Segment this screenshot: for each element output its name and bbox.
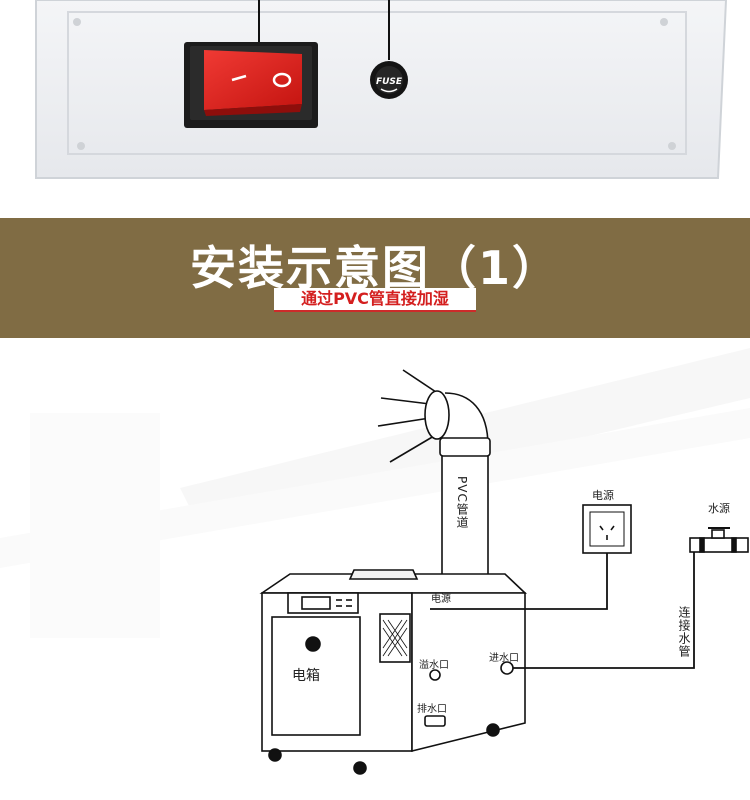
water-tap: [689, 527, 749, 553]
pvc-pipe: [424, 390, 491, 589]
drain-port-label: 排水口: [417, 704, 447, 715]
fuse-label: FUSE: [376, 77, 403, 87]
pvc-pipe-label: PVC管道: [455, 476, 469, 529]
switch-panel-illustration: FUSE: [35, 0, 728, 179]
banner-subtitle: 通过PVC管直接加湿: [274, 288, 476, 312]
switch-panel-section: FUSE: [0, 0, 750, 218]
banner-title: 安装示意图（1）: [189, 241, 560, 295]
power-cable: [430, 553, 608, 610]
electric-box-label: 电箱: [292, 668, 320, 684]
overflow-port-label: 溢水口: [419, 660, 449, 671]
humidifier-illustration: [0, 348, 750, 775]
water-inlet-label: 进水口: [489, 653, 519, 664]
screw: [77, 142, 85, 150]
background-streak: [0, 408, 750, 568]
rocker-switch: [184, 42, 318, 128]
screw: [660, 18, 668, 26]
screw: [668, 142, 676, 150]
installation-diagram: PVC管道 电源 水源 连接水管 电源 进水口 溢水口 排水口 电箱: [0, 338, 750, 800]
power-source-label: 电源: [592, 489, 614, 502]
power-port-label: 电源: [431, 594, 451, 605]
water-hose: [513, 552, 695, 669]
connect-water-pipe-label: 连接水管: [677, 606, 691, 658]
power-outlet: [582, 504, 632, 554]
mist-lines: [377, 369, 437, 463]
screw: [73, 18, 81, 26]
inner-frame: [67, 11, 687, 155]
water-source-label: 水源: [708, 502, 730, 515]
humidifier-body: [259, 569, 528, 775]
background-block: [30, 413, 160, 638]
fuse-holder: FUSE: [370, 61, 408, 99]
title-banner: 安装示意图（1） 通过PVC管直接加湿: [0, 218, 750, 338]
